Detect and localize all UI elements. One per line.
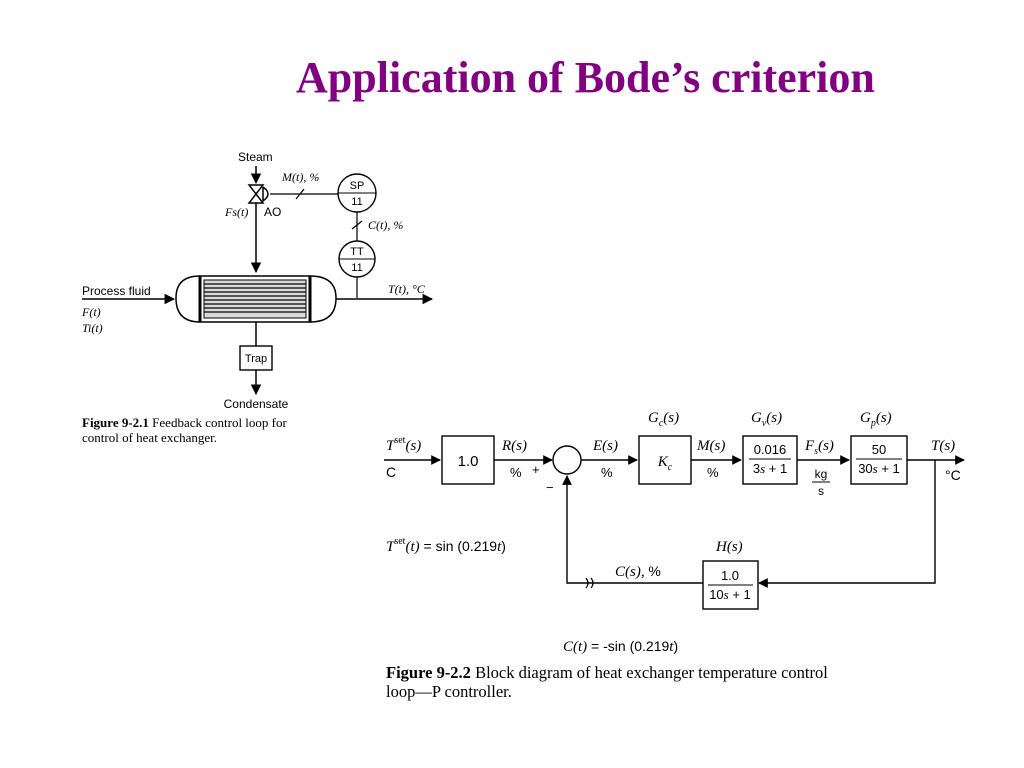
process-block: [850, 435, 908, 485]
summing-junction: [552, 445, 582, 475]
inlet-temp-label: Ti(t): [82, 321, 103, 335]
c-signal-label: C(s), %: [615, 563, 661, 580]
control-valve-icon: [247, 184, 269, 204]
steam-trap: [239, 345, 273, 371]
process-fluid-label: Process fluid: [82, 284, 151, 298]
transmitter-number: 11: [351, 262, 362, 274]
m-signal-label: M(s): [696, 438, 725, 454]
summing-plus: +: [532, 462, 540, 477]
gv-label: Gv(s): [751, 410, 782, 429]
transmitter-denominator: 10s + 1: [709, 587, 751, 602]
heat-exchanger-shell: [175, 275, 337, 323]
steam-label: Steam: [238, 150, 273, 164]
controller-number: 11: [351, 196, 362, 208]
transmitter-signal-label: C(t), %: [368, 218, 403, 232]
error-signal-label: E(s): [592, 438, 618, 454]
setpoint-unit: C: [386, 464, 396, 480]
controller-bubble: SP 11: [337, 173, 377, 213]
figure-2-caption-label: Figure 9-2.2: [386, 663, 471, 682]
r-signal-label: R(s): [501, 438, 527, 454]
condensate-label: Condensate: [224, 397, 289, 411]
transmitter-numerator: 1.0: [721, 568, 739, 583]
controller-block: [638, 435, 692, 485]
figure-1-caption-line2: control of heat exchanger.: [82, 429, 217, 445]
m-unit: %: [707, 465, 719, 480]
figure-2-caption-text: Block diagram of heat exchanger temperat…: [475, 663, 828, 682]
fs-unit-num: kg: [815, 467, 828, 481]
gp-label: Gp(s): [860, 410, 892, 429]
fs-unit-den: s: [818, 484, 824, 498]
setpoint-input-label: Tset(s): [386, 435, 421, 454]
steam-flow-label: Fs(t): [224, 205, 248, 219]
setpoint-equation: Tset(t) = sin (0.219t): [386, 536, 506, 555]
summing-minus: −: [546, 480, 554, 495]
heat-exchanger-figure: Steam M(t), % Fs(t) AO SP 11 C(t), %: [81, 150, 434, 411]
figure-1-caption-label: Figure 9-2.1: [82, 415, 149, 430]
gc-label: Gc(s): [648, 410, 679, 429]
valve-numerator: 0.016: [754, 442, 787, 457]
gain-block-value: 1.0: [458, 453, 479, 470]
output-unit: °C: [945, 467, 961, 483]
trap-label: Trap: [245, 353, 267, 365]
transmitter-bubble: TT 11: [338, 240, 376, 278]
feedback-break-icon: [585, 577, 594, 589]
h-label: H(s): [715, 539, 743, 555]
slide-title: Application of Bode’s criterion: [296, 53, 875, 102]
r-unit: %: [510, 465, 522, 480]
valve-denominator: 3s + 1: [753, 461, 787, 476]
inlet-flow-label: F(t): [81, 305, 101, 319]
output-label: T(s): [931, 438, 955, 454]
figure-2-caption-line2: loop—P controller.: [386, 681, 512, 701]
process-denominator: 30s + 1: [858, 461, 900, 476]
valve-signal-label: M(t), %: [281, 170, 319, 184]
outlet-temp-label: T(t), °C: [388, 282, 426, 296]
error-unit: %: [601, 465, 613, 480]
figure-1-caption: Figure 9-2.1 Feedback control loop for c…: [82, 415, 372, 446]
controller-tag: SP: [350, 180, 365, 192]
block-diagram-figure: Tset(s) C 1.0 R(s) % + − E(s) % Gc(s) Kc…: [384, 410, 965, 655]
figure-1-caption-line1: Feedback control loop for: [152, 415, 287, 430]
response-equation: C(t) = -sin (0.219t): [563, 638, 678, 655]
figure-2-caption: Figure 9-2.2 Block diagram of heat excha…: [386, 663, 986, 702]
fs-signal-label: Fs(s): [804, 438, 834, 457]
transmitter-tag: TT: [350, 246, 364, 258]
air-open-label: AO: [264, 205, 281, 219]
process-numerator: 50: [872, 442, 886, 457]
